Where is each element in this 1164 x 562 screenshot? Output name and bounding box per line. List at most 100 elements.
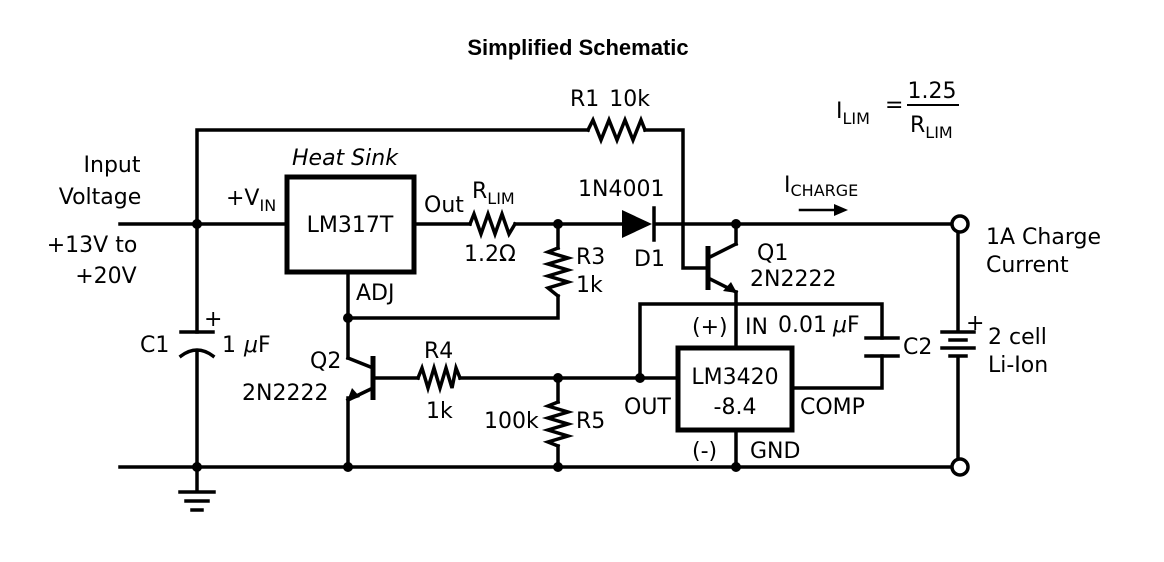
formula-lhs: I	[836, 99, 843, 124]
wire-r1-left	[195, 128, 590, 226]
svg-text:1μF: 1μF	[222, 333, 271, 358]
resistor-r3: R3 1k	[541, 245, 605, 299]
ic-out-pin: OUT	[624, 395, 671, 420]
c1-plate-bottom	[178, 348, 216, 359]
wire-c2-bottom	[790, 354, 884, 390]
ic-gnd-pin: GND	[750, 439, 800, 464]
q1-emitter-arrow	[723, 282, 737, 293]
junction-dot	[192, 219, 202, 229]
junction-dot	[343, 462, 353, 472]
c1-polarity: +	[204, 307, 222, 332]
output-terminal-negative	[950, 457, 970, 477]
q1-name: Q1	[757, 241, 788, 266]
diode-triangle	[622, 210, 652, 238]
svg-text:+VIN: +VIN	[226, 186, 276, 215]
charge-label-sub: CHARGE	[791, 181, 859, 200]
ic-minus-label: (-)	[692, 439, 717, 464]
c2-mu: μ	[832, 313, 847, 338]
ic-in-pin: IN	[745, 315, 768, 340]
regulator-body	[284, 174, 417, 275]
ic-comp-pin: COMP	[800, 395, 865, 420]
regulator-vin-sub: IN	[259, 196, 276, 215]
input-range-line1: +13V to	[47, 233, 138, 258]
svg-text:1.2Ω: 1.2Ω	[464, 242, 516, 267]
heat-sink-label: Heat Sink	[292, 146, 399, 171]
rlim-name: R	[472, 179, 487, 204]
output-label-line2: Current	[986, 253, 1069, 278]
rlim-value: 1.2	[464, 242, 499, 267]
wires	[118, 128, 960, 492]
c2-unit: F	[847, 313, 860, 338]
output-label-line1: 1A Charge	[986, 225, 1101, 250]
transistor-q2: Q2 2N2222	[242, 349, 376, 406]
ic-part-line1: LM3420	[691, 365, 778, 390]
junction-dot	[553, 462, 563, 472]
ic-plus-label: (+)	[692, 315, 728, 340]
resistor-r5: 100k R5	[484, 399, 605, 449]
junction-dot	[731, 219, 741, 229]
r3-name: R3	[576, 245, 605, 270]
q2-collector-leg	[345, 355, 376, 371]
junction-dot	[343, 313, 353, 323]
q2-name: Q2	[310, 349, 341, 374]
transistor-q1: Q1 2N2222	[705, 241, 836, 295]
c1-name: C1	[140, 333, 169, 358]
svg-text:ICHARGE: ICHARGE	[784, 173, 858, 200]
c1-unit: F	[258, 333, 271, 358]
junction-dot	[553, 219, 563, 229]
regulator-out-label: Out	[424, 193, 464, 218]
formula-numerator: 1.25	[908, 79, 957, 104]
resistor-r4: R4 1k	[415, 339, 463, 424]
battery-label-line2: Li-Ion	[988, 353, 1048, 378]
rlim-name-sub: LIM	[487, 189, 514, 208]
svg-text:ILIM: ILIM	[836, 99, 870, 128]
r4-value: 1k	[426, 399, 453, 424]
diagram-title: Simplified Schematic	[467, 35, 688, 60]
junction-dot	[635, 373, 645, 383]
lm3420-ic: LM3420 -8.4 (+) IN OUT COMP (-) GND	[624, 315, 865, 464]
ground-symbol	[178, 490, 216, 512]
q1-part: 2N2222	[750, 267, 836, 292]
resistor-rlim: RLIM 1.2Ω	[464, 179, 518, 267]
svg-text:RLIM: RLIM	[910, 113, 953, 142]
q2-part: 2N2222	[242, 381, 328, 406]
diode-d1: 1N4001 D1	[578, 177, 665, 272]
battery-polarity: +	[966, 311, 984, 336]
d1-name: D1	[634, 247, 665, 272]
junction-dot	[731, 462, 741, 472]
ic-body	[675, 345, 795, 433]
current-limit-formula: ILIM = 1.25 RLIM	[836, 79, 959, 142]
r3-value: 1k	[576, 273, 603, 298]
input-range-line2: +20V	[75, 264, 136, 289]
wire-c2-top	[734, 302, 884, 340]
junctions	[192, 219, 741, 472]
battery: + 2 cell Li-Ion	[940, 311, 1048, 378]
ic-part-line2: -8.4	[714, 395, 757, 420]
r5-value: 100k	[484, 409, 539, 434]
c2-name: C2	[903, 335, 932, 360]
c1-value: 1	[222, 333, 236, 358]
junction-dot	[192, 462, 202, 472]
r1-name: R1	[570, 87, 599, 112]
regulator-part-label: LM317T	[307, 213, 394, 238]
regulator-adj-label: ADJ	[356, 281, 394, 306]
charge-label: I	[784, 173, 791, 198]
input-label-line2: Voltage	[59, 185, 142, 210]
wire-r1-right-to-q1-base	[643, 128, 708, 270]
formula-equals: =	[885, 93, 903, 118]
q2-emitter-arrow	[347, 388, 360, 401]
wire-r3-bottom	[346, 294, 560, 320]
charge-arrow-head	[834, 204, 848, 216]
d1-part: 1N4001	[578, 177, 664, 202]
r4-name: R4	[424, 339, 453, 364]
formula-lhs-sub: LIM	[843, 109, 870, 128]
c1-mu: μ	[243, 333, 258, 358]
formula-denominator-sub: LIM	[925, 123, 952, 142]
formula-denominator: R	[910, 113, 925, 138]
svg-text:RLIM: RLIM	[472, 179, 515, 208]
